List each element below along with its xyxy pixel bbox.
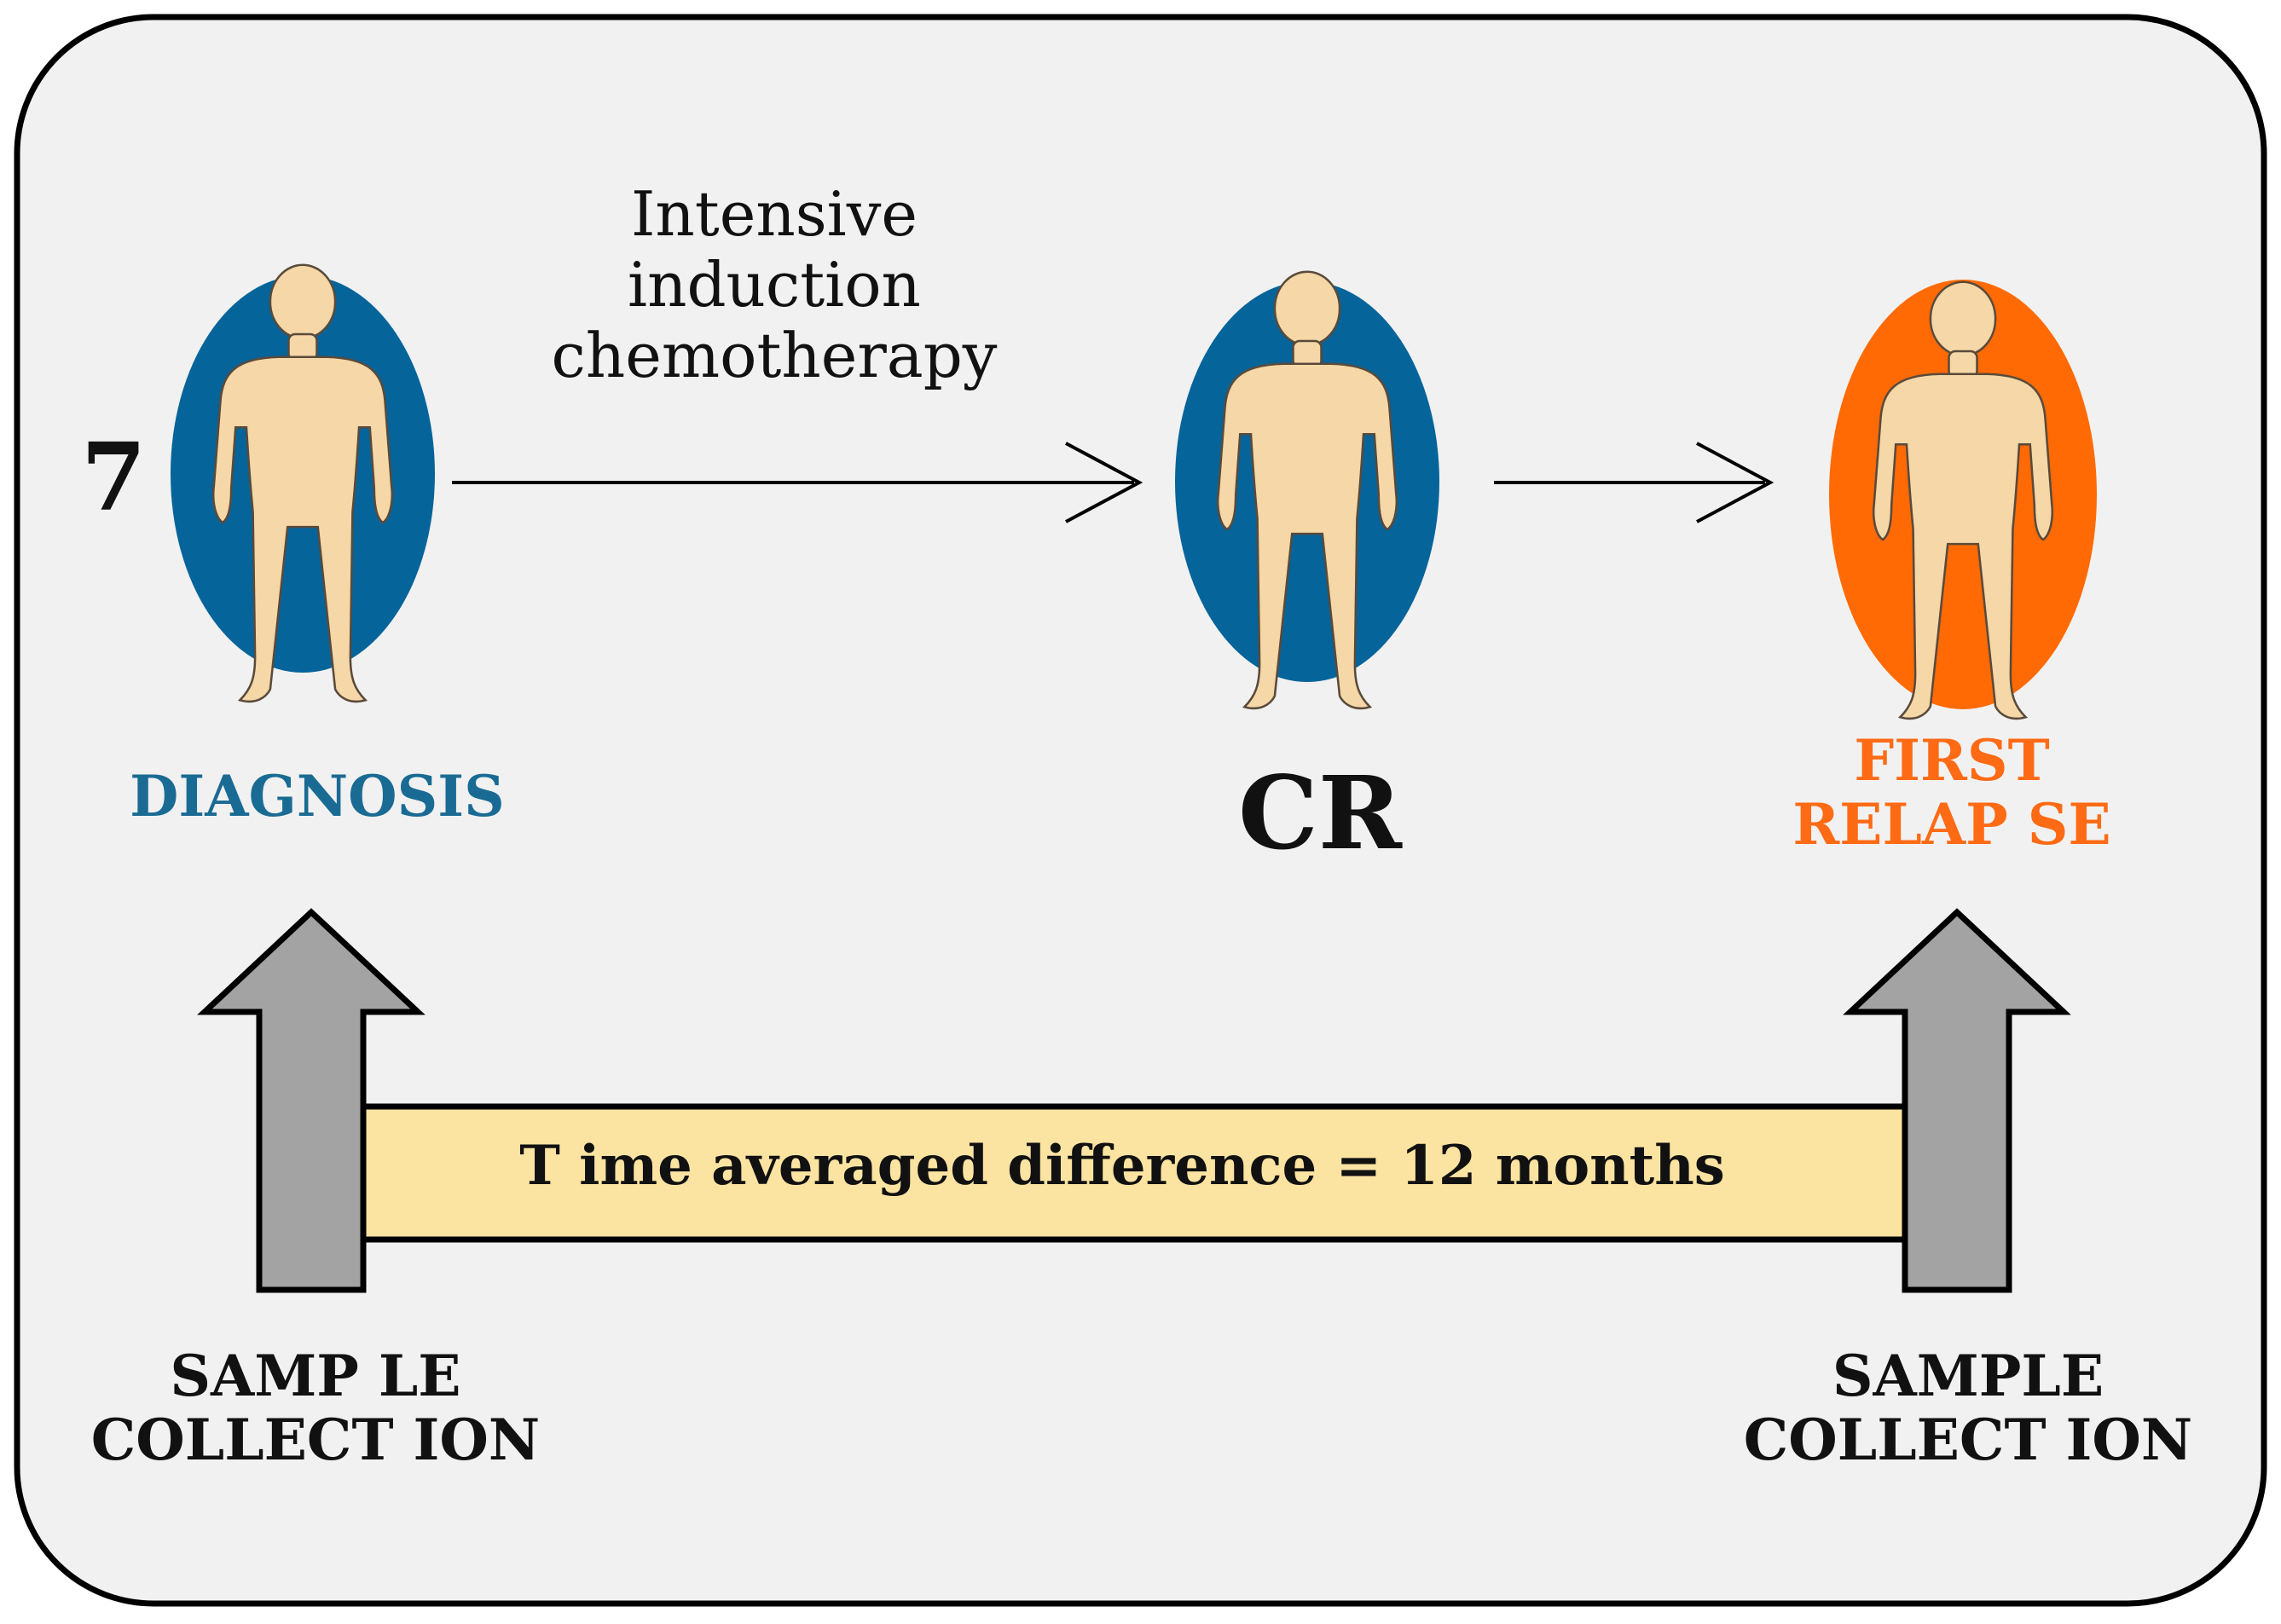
right-sample-collection-label: SAMPLE COLLECT ION — [1744, 1344, 2192, 1472]
patient-count: 7 — [81, 422, 147, 532]
diagnosis-to-cr-arrow-head — [1065, 442, 1143, 523]
time-bar — [359, 1103, 1922, 1243]
cr-label: CR — [1238, 754, 1402, 872]
right-sample-up-arrow — [1843, 908, 2071, 1293]
right-sample-line-2: COLLECT ION — [1743, 1407, 2193, 1474]
left-sample-up-arrow — [197, 908, 426, 1293]
left-sample-line-2: COLLECT ION — [90, 1407, 541, 1474]
time-bar-label: T ime averaged difference = 12 months — [519, 1134, 1725, 1198]
diagnosis-label: DIAGNOSIS — [130, 763, 505, 829]
cr-to-relapse-arrow-head — [1696, 442, 1774, 523]
relapse-label-line-2: RELAP SE — [1792, 791, 2111, 858]
therapy-line-1: Intensive — [630, 178, 918, 250]
right-sample-line-1: SAMPLE — [1832, 1343, 2104, 1409]
therapy-line-2: induction — [628, 248, 921, 321]
left-sample-collection-label: SAMP LE COLLECT ION — [91, 1344, 540, 1472]
therapy-label: Intensive induction chemotherapy — [552, 179, 998, 390]
relapse-label: FIRST RELAP SE — [1792, 727, 2111, 858]
relapse-label-line-1: FIRST — [1854, 727, 2050, 794]
therapy-line-3: chemotherapy — [551, 319, 998, 391]
left-sample-line-1: SAMP LE — [170, 1343, 461, 1409]
